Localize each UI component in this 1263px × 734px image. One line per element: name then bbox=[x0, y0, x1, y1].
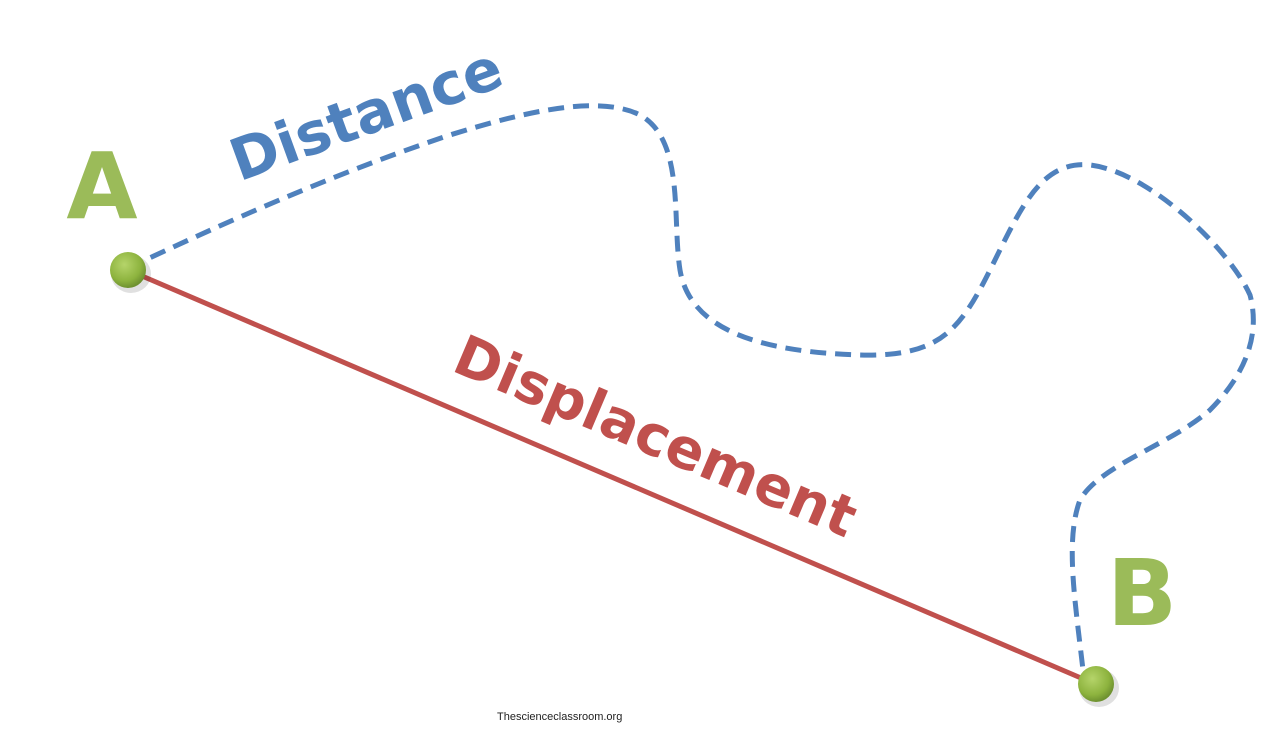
source-credit: Thescienceclassroom.org bbox=[497, 711, 623, 723]
displacement-line bbox=[127, 267, 1096, 687]
point-b-label: B bbox=[1107, 540, 1177, 647]
point-b-marker bbox=[1078, 666, 1114, 702]
distance-label: Distance bbox=[221, 34, 512, 195]
point-a-label: A bbox=[66, 133, 137, 240]
distance-path bbox=[126, 103, 1256, 671]
point-a-marker bbox=[110, 252, 146, 288]
displacement-label: Displacement bbox=[445, 323, 866, 551]
